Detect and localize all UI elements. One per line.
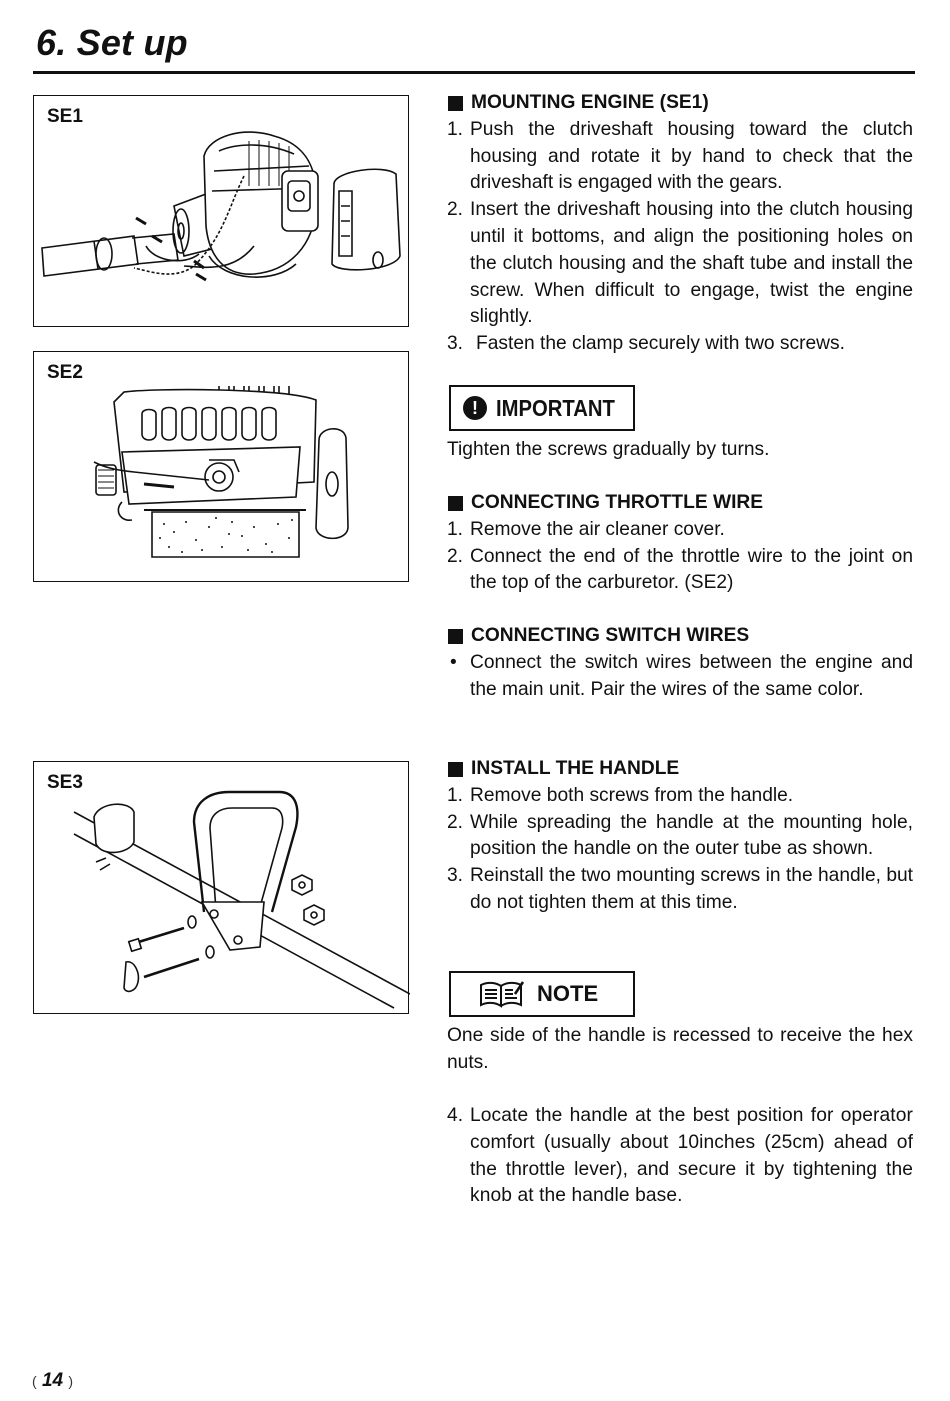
section-throttle-wire: CONNECTING THROTTLE WIRE 1. Remove the a…	[447, 490, 913, 597]
figure-se3: SE3	[33, 761, 410, 1014]
list-item: 2. Insert the driveshaft housing into th…	[447, 199, 913, 328]
list-item: 1. Push the driveshaft housing toward th…	[447, 118, 913, 194]
figure-label-se3: SE3	[47, 772, 83, 793]
section-step-4: 4. Locate the handle at the best positio…	[447, 1103, 913, 1210]
list-item: 1. Remove the air cleaner cover.	[447, 518, 725, 540]
note-text: One side of the handle is recessed to re…	[447, 1025, 913, 1073]
page-number: ( 14 )	[32, 1370, 74, 1391]
section-switch-wires: CONNECTING SWITCH WIRES • Connect the sw…	[447, 623, 913, 703]
section-install-handle: INSTALL THE HANDLE 1. Remove both screws…	[447, 756, 913, 917]
list-item: • Connect the switch wires between the e…	[450, 651, 913, 700]
note-callout: NOTE	[449, 971, 635, 1017]
important-label-box: ! IMPORTANT	[449, 385, 635, 431]
list-item: 3. Fasten the clamp securely with two sc…	[447, 333, 845, 355]
section-mounting-engine: MOUNTING ENGINE (SE1) 1. Push the drives…	[447, 90, 913, 358]
exclamation-icon: !	[463, 396, 487, 420]
handle-install-illustration	[73, 790, 410, 1009]
throttle-wire-illustration	[93, 386, 349, 558]
list-item: 2. Connect the end of the throttle wire …	[447, 545, 913, 594]
heading-throttle-wire: CONNECTING THROTTLE WIRE	[447, 490, 913, 517]
note-label: NOTE	[537, 981, 599, 1006]
figure-se1: SE1	[33, 95, 409, 327]
bullet: •	[450, 651, 457, 673]
page-title: 6. Set up	[36, 22, 188, 63]
list-item: 2. While spreading the handle at the mou…	[447, 811, 913, 860]
list-item: 1. Remove both screws from the handle.	[447, 784, 794, 806]
book-icon	[480, 981, 525, 1008]
important-label: IMPORTANT	[496, 394, 615, 421]
important-callout: ! IMPORTANT	[449, 385, 635, 431]
note-label-box: NOTE	[449, 971, 635, 1017]
heading-mounting-engine: MOUNTING ENGINE (SE1)	[447, 90, 913, 117]
engine-mount-illustration	[41, 131, 401, 282]
heading-install-handle: INSTALL THE HANDLE	[447, 756, 913, 783]
figure-label-se1: SE1	[47, 106, 83, 127]
figure-label-se2: SE2	[47, 362, 83, 383]
list-item: 3. Reinstall the two mounting screws in …	[447, 865, 913, 913]
important-text: Tighten the screws gradually by turns.	[447, 439, 770, 460]
figure-se2: SE2	[33, 351, 409, 582]
list-item: 4. Locate the handle at the best positio…	[447, 1105, 913, 1207]
title-rule	[33, 71, 915, 74]
heading-switch-wires: CONNECTING SWITCH WIRES	[447, 623, 913, 650]
